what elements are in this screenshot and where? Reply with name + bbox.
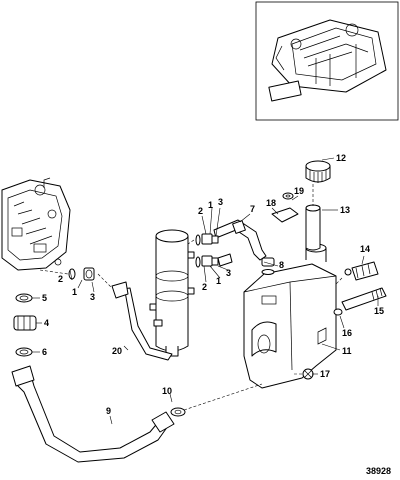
- hose-9: [11, 365, 175, 463]
- callout-3-canister-lower: 3: [226, 268, 231, 278]
- callout-5: 5: [42, 293, 47, 303]
- leader-lines: [32, 157, 379, 425]
- callout-13: 13: [340, 205, 350, 215]
- o-ring-5: [15, 293, 33, 303]
- hose-7: [213, 219, 267, 261]
- callout-1-canister-lower: 1: [216, 276, 221, 286]
- hose-20: [111, 281, 173, 361]
- callout-1-engine: 1: [72, 287, 77, 297]
- callout-16: 16: [342, 328, 352, 338]
- sensor: [344, 261, 379, 281]
- engine-fittings: [68, 267, 95, 281]
- callout-14: 14: [360, 244, 370, 254]
- callout-18: 18: [266, 198, 276, 208]
- filler-neck-tube: [305, 204, 321, 251]
- callout-6: 6: [42, 347, 47, 357]
- tank-fitting: [261, 257, 275, 275]
- callout-2-engine: 2: [58, 274, 63, 284]
- washer-clip-group: [271, 192, 299, 223]
- callout-4: 4: [44, 318, 49, 328]
- canister-lower-fittings: [195, 253, 233, 268]
- callout-7: 7: [250, 204, 255, 214]
- engine-block: [1, 177, 71, 271]
- callout-12: 12: [336, 153, 346, 163]
- sensor-probe: [341, 287, 387, 311]
- alignment-lines: [39, 184, 343, 411]
- drain-plug: [302, 368, 314, 380]
- callout-3-engine: 3: [90, 292, 95, 302]
- engine-overview-illustration: [268, 19, 387, 102]
- o-ring-10: [170, 407, 186, 417]
- callout-1-canister-upper: 1: [208, 200, 213, 210]
- figure-number: 38928: [366, 466, 391, 476]
- canister: [149, 229, 195, 357]
- engine-overview-inset: [255, 1, 399, 121]
- filler-cap: [305, 160, 331, 183]
- reservoir-tank: [243, 243, 337, 389]
- o-ring-6: [15, 347, 33, 357]
- callout-labels: 1 1 1 2 2 2 3 3 3 4 5 6 7 8 9 10 11 12 1…: [42, 153, 384, 416]
- callout-19: 19: [294, 186, 304, 196]
- o-ring-16: [333, 308, 343, 316]
- callout-10: 10: [162, 386, 172, 396]
- callout-2-canister-lower: 2: [202, 282, 207, 292]
- callout-2-canister-upper: 2: [198, 206, 203, 216]
- callout-8: 8: [279, 260, 284, 270]
- callout-17: 17: [320, 369, 330, 379]
- callout-15: 15: [374, 306, 384, 316]
- canister-upper-fittings: [195, 233, 219, 246]
- adapter-4: [13, 315, 37, 331]
- callout-20: 20: [112, 346, 122, 356]
- callout-3-canister-upper: 3: [218, 197, 223, 207]
- callout-11: 11: [342, 346, 352, 356]
- callout-9: 9: [106, 406, 111, 416]
